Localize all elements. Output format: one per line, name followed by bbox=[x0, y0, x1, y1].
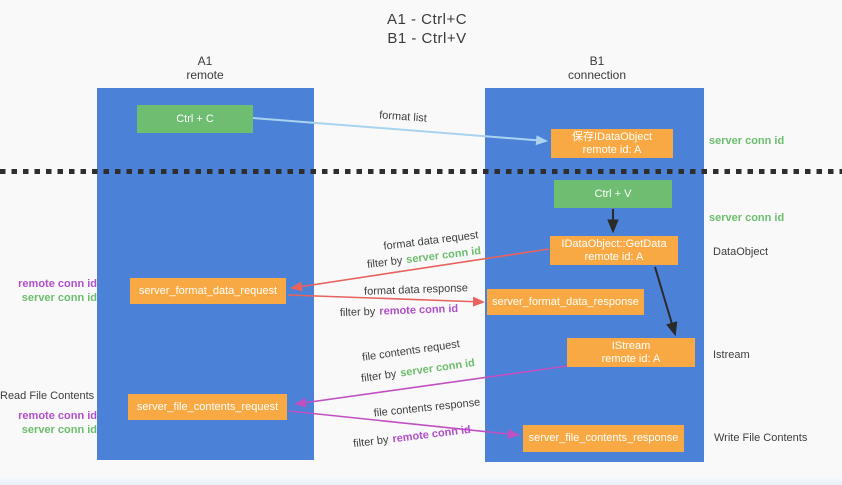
lane-header-b1: B1 connection bbox=[568, 54, 626, 82]
label-istream: Istream bbox=[713, 349, 750, 361]
diagram-title: A1 - Ctrl+C B1 - Ctrl+V bbox=[387, 10, 467, 48]
lane-b1-name: B1 bbox=[589, 54, 605, 68]
node-ctrl-c: Ctrl + C bbox=[137, 105, 253, 133]
label-remote-conn-id-left-top: remote conn id bbox=[18, 278, 97, 290]
label-write-file-contents: Write File Contents bbox=[714, 432, 808, 444]
label-conn-ids-left-top: remote conn id server conn id bbox=[0, 277, 97, 305]
label-remote-conn-id-inline: remote conn id bbox=[391, 423, 472, 446]
label-format-data-response: format data response bbox=[363, 282, 469, 298]
label-filter-by-prefix: filter by bbox=[360, 368, 398, 385]
node-istream-line2: remote id: A bbox=[601, 352, 661, 365]
label-server-conn-id-top-right: server conn id bbox=[709, 135, 785, 147]
node-save-idataobject: 保存IDataObject remote id: A bbox=[551, 129, 673, 158]
label-filter-by-prefix: filter by bbox=[339, 305, 376, 320]
node-server-file-contents-response: server_file_contents_response bbox=[523, 425, 684, 452]
node-idataobject-getdata-line1: IDataObject::GetData bbox=[561, 237, 667, 250]
label-server-conn-id-mid-right: server conn id bbox=[709, 212, 785, 224]
label-read-file-contents: Read File Contents bbox=[0, 390, 95, 402]
label-filter-by-prefix: filter by bbox=[366, 254, 404, 271]
label-filter-by-prefix: filter by bbox=[352, 433, 390, 451]
node-server-file-contents-request: server_file_contents_request bbox=[128, 394, 287, 420]
label-file-contents-response: file contents response bbox=[373, 396, 481, 420]
label-conn-ids-left-bottom: remote conn id server conn id bbox=[0, 409, 97, 437]
lane-a1-name: A1 bbox=[197, 54, 213, 68]
title-line-2: B1 - Ctrl+V bbox=[387, 30, 467, 47]
bottom-edge-strip bbox=[0, 477, 842, 485]
lane-b1-sub: connection bbox=[567, 68, 627, 82]
node-istream: IStream remote id: A bbox=[567, 338, 695, 367]
label-server-conn-id-left-bottom: server conn id bbox=[21, 424, 97, 436]
label-server-conn-id-left-top: server conn id bbox=[21, 292, 97, 304]
node-idataobject-getdata-line2: remote id: A bbox=[584, 250, 644, 263]
lane-a1-sub: remote bbox=[186, 68, 224, 82]
session-divider-dashed-line bbox=[0, 169, 842, 174]
node-server-format-data-response: server_format_data_response bbox=[487, 289, 644, 315]
label-remote-conn-id-left-bottom: remote conn id bbox=[18, 410, 97, 422]
title-line-1: A1 - Ctrl+C bbox=[386, 11, 468, 28]
node-ctrl-v: Ctrl + V bbox=[554, 180, 672, 208]
node-save-idataobject-line2: remote id: A bbox=[582, 143, 642, 156]
node-server-format-data-request: server_format_data_request bbox=[130, 278, 286, 304]
node-idataobject-getdata: IDataObject::GetData remote id: A bbox=[550, 236, 678, 265]
lane-header-a1: A1 remote bbox=[186, 54, 223, 82]
label-remote-conn-id-inline: remote conn id bbox=[379, 302, 459, 318]
node-istream-line1: IStream bbox=[611, 339, 651, 352]
label-server-conn-id-inline: server conn id bbox=[399, 357, 476, 380]
label-format-list: format list bbox=[378, 109, 428, 125]
label-dataobject: DataObject bbox=[713, 246, 769, 258]
node-save-idataobject-line1: 保存IDataObject bbox=[571, 130, 653, 143]
